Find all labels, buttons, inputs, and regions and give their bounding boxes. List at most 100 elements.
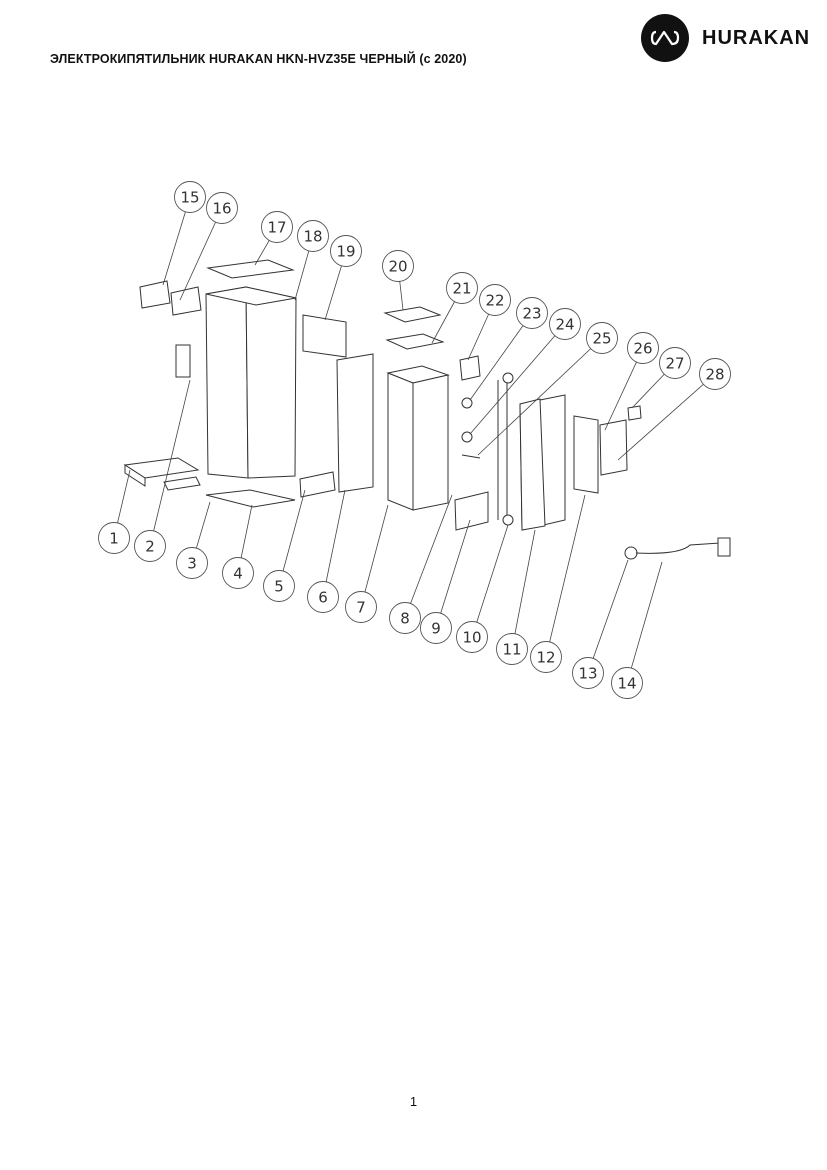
callout-label-10: 10: [462, 629, 481, 647]
part-16-plate: [170, 286, 202, 316]
callout-label-16: 16: [212, 200, 231, 218]
part-7-tank-right: [412, 374, 449, 511]
leader-line-14: [626, 561, 663, 684]
part-18-side-panel-back: [245, 286, 297, 479]
callout-label-7: 7: [356, 599, 366, 617]
callout-circle-15: [174, 181, 206, 213]
callout-circle-22: [479, 284, 511, 316]
leader-line-8: [404, 494, 453, 619]
page-number: 1: [409, 1094, 418, 1109]
part-26-controller-board: [599, 419, 628, 476]
callout-label-1: 1: [109, 530, 119, 548]
callout-label-2: 2: [145, 538, 155, 556]
callout-circle-14: [611, 667, 643, 699]
part-21-gasket: [385, 333, 445, 350]
callout-label-20: 20: [388, 258, 407, 276]
leader-line-9: [435, 519, 471, 629]
callout-label-3: 3: [187, 555, 197, 573]
callout-label-22: 22: [485, 292, 504, 310]
callout-label-11: 11: [502, 641, 521, 659]
part-22-relay: [459, 355, 481, 381]
callout-circle-19: [330, 235, 362, 267]
callout-label-26: 26: [633, 340, 652, 358]
part-23-sensor: [461, 397, 473, 409]
part-2-grid: [163, 476, 201, 491]
part-11-housing-side: [519, 398, 546, 531]
leader-line-13: [587, 559, 629, 674]
leader-line-24: [469, 323, 566, 435]
callout-circle-2: [134, 530, 166, 562]
part-8-valve-block: [454, 491, 489, 531]
callout-circle-5: [263, 570, 295, 602]
part-15-plate: [139, 280, 171, 309]
callout-circle-7: [345, 591, 377, 623]
leader-line-5: [278, 489, 306, 587]
leader-line-6: [322, 489, 346, 598]
callout-label-6: 6: [318, 589, 328, 607]
part-25-probe: [461, 454, 481, 459]
callout-label-17: 17: [267, 219, 286, 237]
callout-label-4: 4: [233, 565, 243, 583]
callout-label-28: 28: [705, 366, 724, 384]
leader-line-11: [511, 529, 536, 650]
part-13-cable-gland: [624, 546, 638, 560]
callout-circle-1: [98, 522, 130, 554]
callout-label-14: 14: [617, 675, 636, 693]
part-10-fitting-bottom: [502, 514, 514, 526]
part-27-switch: [627, 405, 642, 421]
callout-circle-13: [572, 657, 604, 689]
callout-circle-26: [627, 332, 659, 364]
callout-label-21: 21: [452, 280, 471, 298]
part-12-board-plate: [573, 415, 599, 494]
part-6-front-panel: [336, 353, 374, 493]
part-24-sensor: [461, 431, 473, 443]
callout-circle-24: [549, 308, 581, 340]
leader-line-28: [617, 373, 716, 461]
callout-circle-8: [389, 602, 421, 634]
callout-circle-23: [516, 297, 548, 329]
part-1-tap: [175, 344, 191, 378]
part-3-bottom-plate: [205, 489, 296, 508]
callout-label-23: 23: [522, 305, 541, 323]
callout-circle-17: [261, 211, 293, 243]
leader-line-16: [179, 207, 223, 301]
callout-label-24: 24: [555, 316, 574, 334]
leader-line-7: [360, 504, 389, 608]
callout-circle-3: [176, 547, 208, 579]
callout-circle-10: [456, 621, 488, 653]
part-18-top-edge: [205, 286, 297, 306]
hurakan-logo-icon: [641, 14, 689, 62]
part-20-gasket: [383, 306, 442, 323]
callout-label-25: 25: [592, 330, 611, 348]
brand-logo: HURAKAN: [641, 14, 810, 62]
callout-label-9: 9: [431, 620, 441, 638]
callout-circle-20: [382, 250, 414, 282]
callout-label-8: 8: [400, 610, 410, 628]
callout-label-19: 19: [336, 243, 355, 261]
leader-line-23: [469, 312, 533, 401]
callout-circle-11: [496, 633, 528, 665]
callout-label-18: 18: [303, 228, 322, 246]
part-7-tank-left: [387, 372, 414, 511]
callout-circle-12: [530, 641, 562, 673]
part-10-fitting-top: [502, 372, 514, 384]
callout-label-27: 27: [665, 355, 684, 373]
callout-circle-25: [586, 322, 618, 354]
callout-circle-6: [307, 581, 339, 613]
callout-label-15: 15: [180, 189, 199, 207]
leader-line-12: [545, 494, 586, 658]
callout-circle-9: [420, 612, 452, 644]
brand-name: HURAKAN: [702, 26, 811, 49]
callout-circle-27: [659, 347, 691, 379]
part-14-power-cord: [635, 542, 721, 554]
callout-circle-16: [206, 192, 238, 224]
callout-circle-4: [222, 557, 254, 589]
callout-label-13: 13: [578, 665, 597, 683]
leader-line-2: [149, 379, 191, 547]
part-5-bracket: [299, 471, 336, 498]
callout-circle-21: [446, 272, 478, 304]
leader-line-25: [477, 337, 603, 456]
part-17-top-cover: [206, 259, 295, 279]
callout-label-5: 5: [274, 578, 284, 596]
